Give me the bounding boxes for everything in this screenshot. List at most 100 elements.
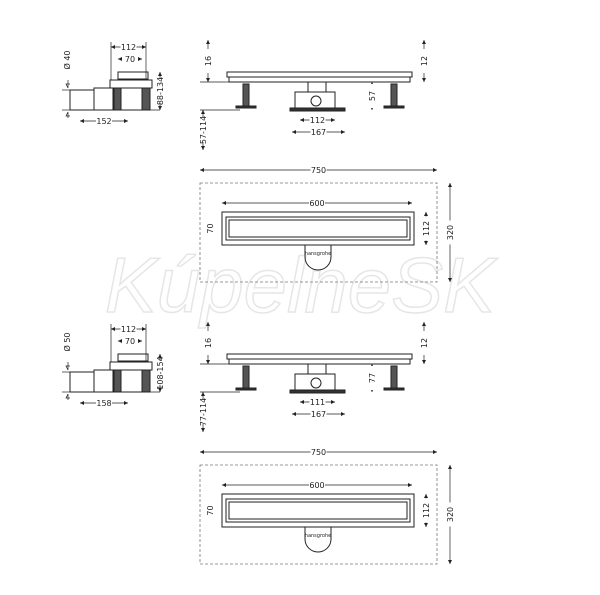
channel-outline (221, 493, 415, 528)
dim-box-inner-arrows (300, 400, 335, 404)
trap-body (120, 369, 143, 393)
dim-side-width-top-label: 112 (121, 325, 136, 334)
grate-inner (228, 501, 408, 520)
dim-side-length-label: 152 (96, 117, 111, 126)
grate-front (226, 353, 413, 360)
dim-channel-width-arrows (424, 212, 428, 245)
dim-total-width-bg (445, 502, 455, 527)
drain-pipe-circle (310, 377, 322, 389)
brand-mark: hansgrohe (305, 533, 331, 539)
dim-top-right-label: 12 (420, 338, 429, 348)
brand-mark: hansgrohe (305, 251, 331, 257)
dim-top-right-label: 12 (420, 56, 429, 66)
dim-total-width-bg (445, 220, 455, 245)
pipe-arrows (65, 362, 70, 400)
dim-box-inner-arrows (300, 118, 335, 122)
dim-base-arrows (201, 110, 205, 150)
dim-grate-width-bg (205, 216, 215, 241)
dim-grate-length-bg (309, 480, 325, 489)
outlet-pipe (69, 371, 95, 393)
support-right (141, 369, 151, 393)
dim-grate-width-bg (205, 498, 215, 523)
dim-base-bg (198, 118, 208, 142)
foot-right (383, 387, 405, 391)
dim-top-right-bg (419, 331, 429, 355)
dim-side-width-top-label: 112 (121, 43, 136, 52)
channel-body (109, 79, 153, 89)
dim-total-width-label: 320 (446, 507, 455, 522)
dim-side-width-top-bg (120, 42, 137, 51)
dim-box-inner-bg (309, 397, 326, 406)
dim-side-width-inner-label: 70 (125, 55, 135, 64)
dim-channel-width-label: 112 (422, 503, 431, 518)
dim-side-height-bg (155, 361, 165, 385)
dim-side-width-top-arrows (111, 45, 146, 49)
dim-total-length-label: 750 (311, 448, 326, 457)
dim-base-bg (198, 400, 208, 424)
dim-side-width-inner-bg (122, 336, 138, 345)
watermark: KúpelneSK (105, 241, 498, 329)
dim-drop-bg (367, 84, 377, 108)
foot-left (235, 105, 257, 109)
foot-left (235, 387, 257, 391)
dim-total-width-label: 320 (446, 225, 455, 240)
dim-grate-length-label: 600 (309, 199, 324, 208)
dim-pipe-diameter: Ø 50 (62, 332, 72, 351)
pipe-arrows (65, 80, 70, 118)
leg-right (390, 365, 398, 391)
dim-side-length-bg (96, 398, 112, 407)
dim-box-inner-bg (309, 115, 326, 124)
trap-body (120, 87, 143, 111)
dim-side-length-bg (96, 116, 112, 125)
dim-base-label: 77-114 (199, 398, 208, 426)
dim-side-length-label: 158 (96, 399, 111, 408)
dim-pipe-diameter: Ø 40 (62, 50, 72, 69)
dim-base-label: 57-114 (199, 116, 208, 144)
installation-area (199, 464, 438, 565)
dim-grate-width-label: 70 (206, 505, 215, 515)
dim-top-left-bg (203, 49, 213, 73)
dim-top-right-bg (419, 49, 429, 73)
dim-side-height-arrows (158, 72, 162, 110)
base-plate (289, 389, 346, 394)
grate-outline (225, 498, 411, 523)
dim-drop-bg (367, 366, 377, 390)
trap-housing (93, 87, 115, 111)
dim-side-width-top-bg (120, 324, 137, 333)
dim-total-length-bg (310, 165, 327, 174)
leg-right (390, 83, 398, 109)
dim-side-height-label: 108-154 (156, 356, 165, 389)
drain-outlet (304, 245, 332, 271)
dim-grate-length-bg (309, 198, 325, 207)
dim-channel-width-label: 112 (422, 221, 431, 236)
dim-side-width-top-arrows (111, 327, 146, 331)
dim-box-outer-bg (310, 409, 327, 418)
side-view: 112 70 Ø 50 108-154 158 (62, 324, 165, 408)
dim-base-arrows (201, 392, 205, 432)
trap-housing (93, 369, 115, 393)
dim-box-outer-label: 167 (311, 410, 326, 419)
neck (307, 81, 327, 93)
dim-box-outer-label: 167 (311, 128, 326, 137)
dim-channel-width-bg (421, 498, 431, 523)
channel-front (228, 76, 411, 83)
dim-drop-label: 77 (368, 373, 377, 383)
dim-total-length-label: 750 (311, 166, 326, 175)
support-right (141, 87, 151, 111)
drain-pipe-circle (310, 95, 322, 107)
drain-outlet (304, 527, 332, 553)
dim-side-height-bg (155, 79, 165, 103)
dim-total-length-bg (310, 447, 327, 456)
grate-top (117, 71, 149, 80)
grate-front (226, 71, 413, 78)
channel-outline (221, 211, 415, 246)
dim-grate-length-label: 600 (309, 481, 324, 490)
dim-side-width-inner-label: 70 (125, 337, 135, 346)
neck (307, 363, 327, 375)
